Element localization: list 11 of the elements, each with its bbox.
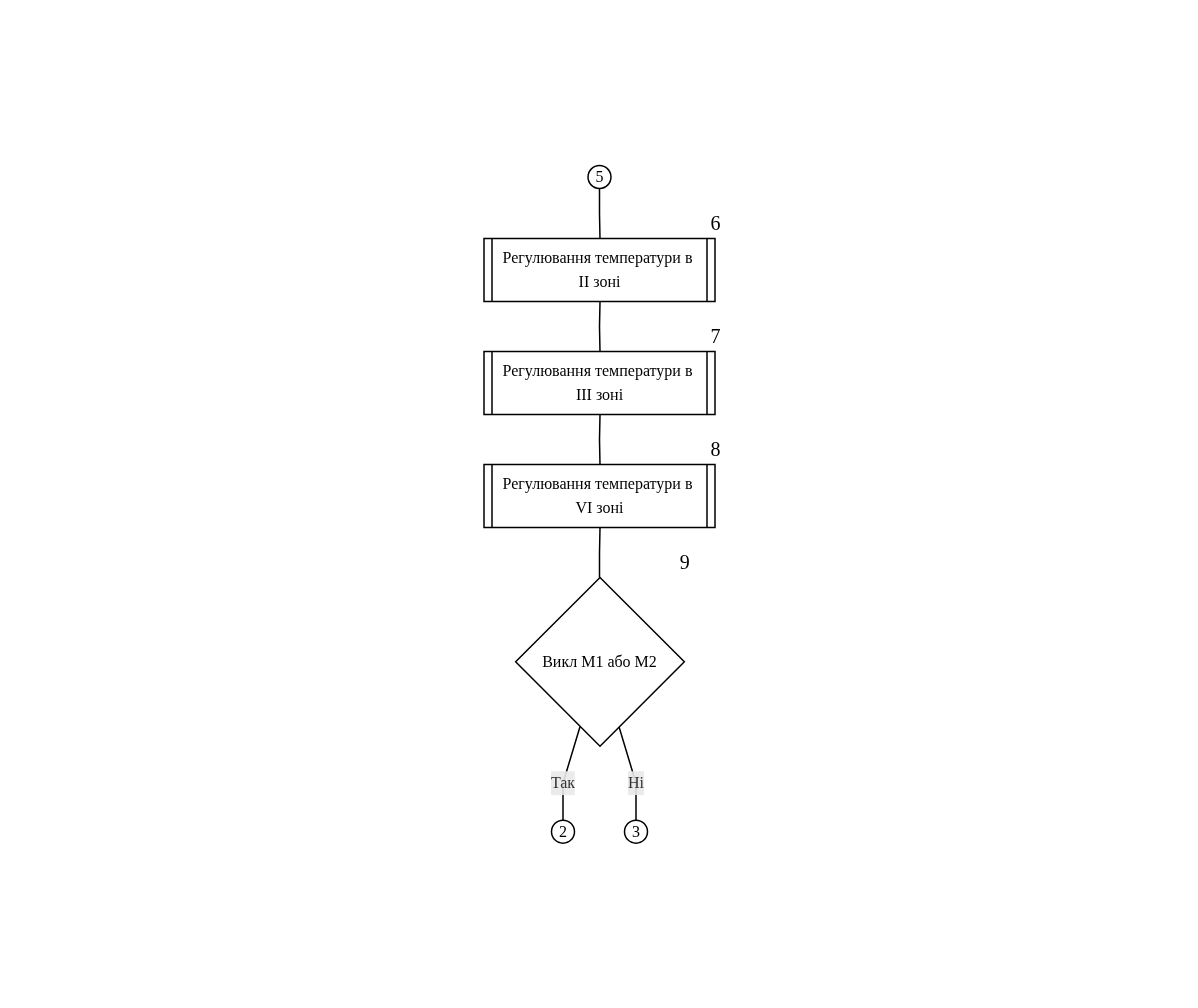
step-number: 7: [710, 325, 721, 349]
step-number: 6: [710, 212, 721, 236]
node-circle: 5: [586, 164, 612, 189]
node-circle: 3: [623, 819, 648, 844]
edge-label: Так: [550, 773, 575, 791]
connector: [617, 725, 637, 821]
edge-label: Ні: [627, 773, 644, 791]
step-number: 9: [679, 551, 690, 575]
node-diamond: Викл М1 або М2: [514, 576, 685, 747]
step-number: 8: [710, 438, 721, 462]
node-circle: 2: [550, 819, 575, 844]
